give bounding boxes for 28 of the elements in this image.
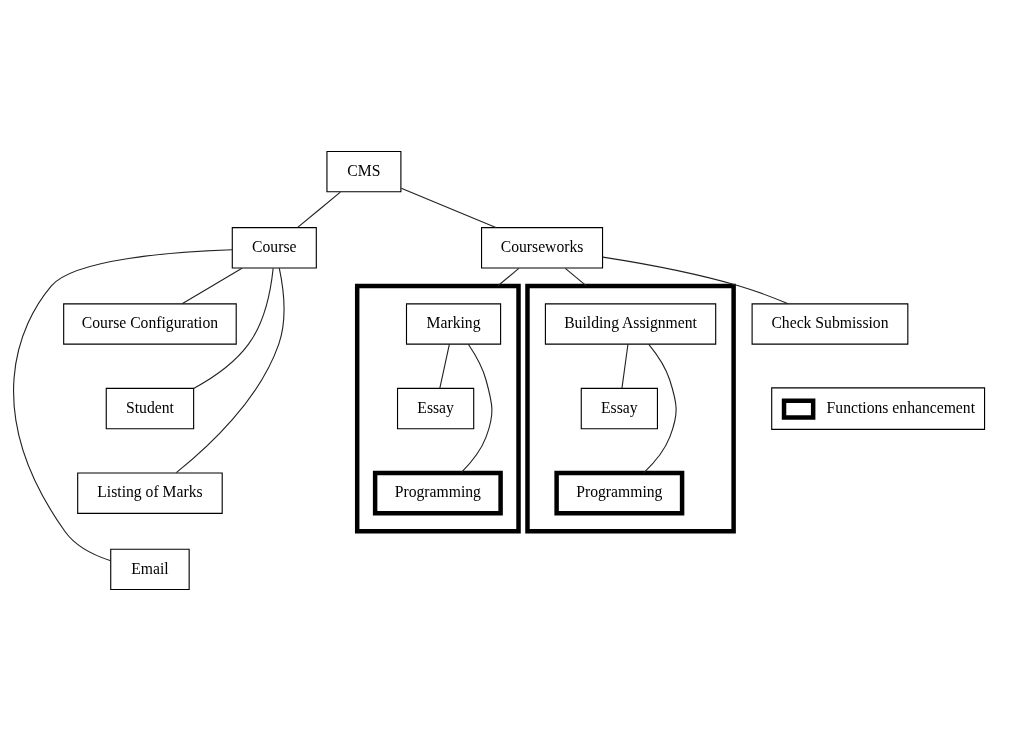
cluster (354, 283, 521, 533)
connector (602, 256, 789, 304)
node-box: Course (231, 226, 317, 269)
node-box: Courseworks (481, 226, 604, 269)
node-box: Programming (372, 470, 503, 516)
connector (175, 267, 285, 473)
node-box: Essay (396, 387, 475, 429)
connector (460, 343, 493, 473)
connector (13, 248, 233, 561)
connector (400, 187, 497, 228)
node-box: Email (110, 548, 190, 590)
node-box: Marking (405, 302, 502, 345)
connector (297, 191, 341, 228)
node-box: Building Assignment (544, 302, 717, 345)
node-box: Check Submission (751, 302, 909, 345)
node-box: Essay (580, 387, 658, 429)
connector (643, 343, 677, 473)
node-box: Course Configuration (63, 302, 237, 345)
node-box: CMS (326, 150, 402, 192)
connector (621, 343, 629, 389)
node-box: Student (105, 387, 195, 429)
legend-label: Functions enhancement (826, 398, 976, 416)
connector (193, 267, 274, 389)
node-box: Listing of Marks (77, 471, 223, 514)
connector (181, 267, 243, 304)
node-box: Programming (554, 470, 685, 516)
connector (439, 343, 450, 389)
cluster (525, 283, 736, 533)
